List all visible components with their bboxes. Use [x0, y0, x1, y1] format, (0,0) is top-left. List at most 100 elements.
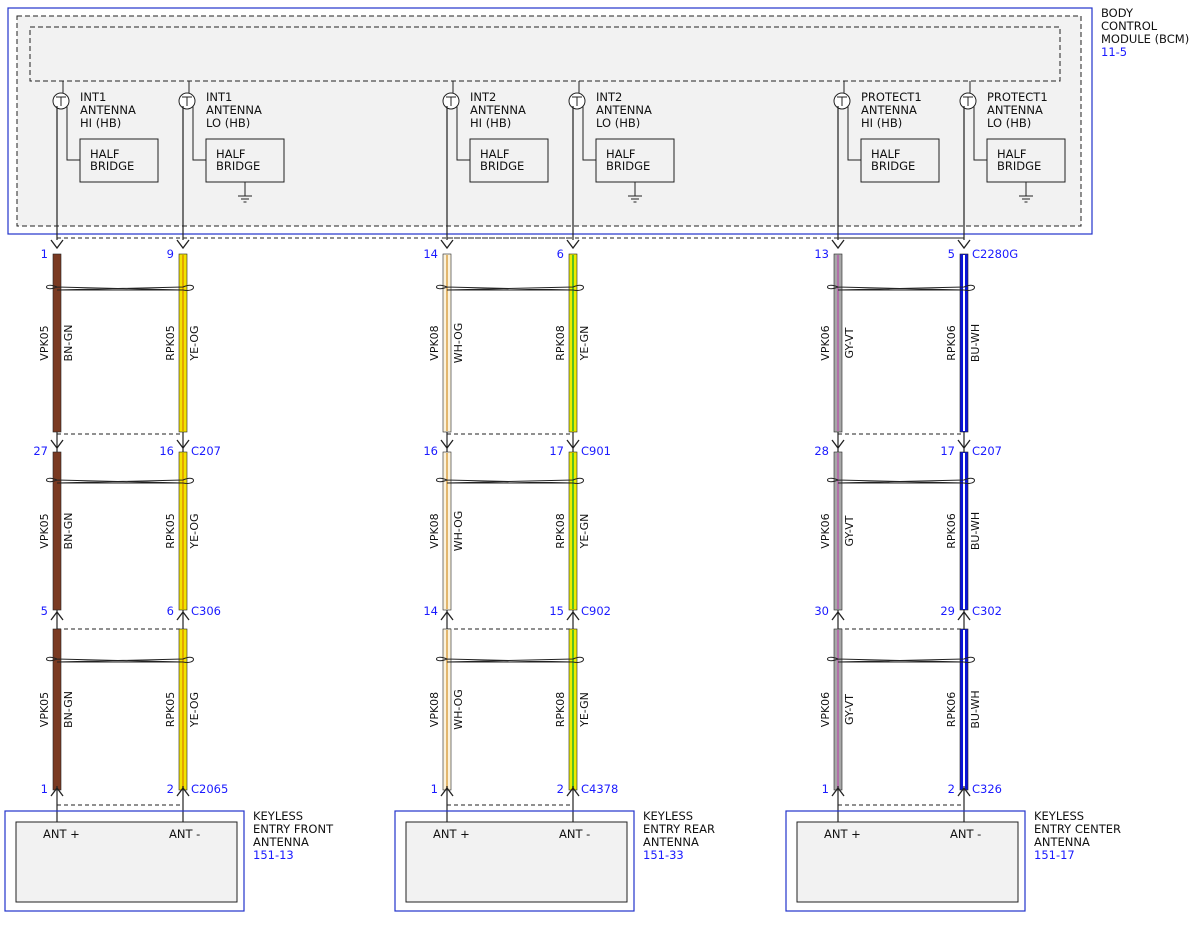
circuit-name-line: LO (HB) — [206, 116, 250, 130]
half-bridge-box — [595, 138, 675, 183]
antenna-name-line: ENTRY CENTER — [1034, 822, 1121, 836]
wire-color-label: WH-OG — [452, 511, 465, 552]
half-bridge-label: HALF — [480, 147, 510, 161]
ant-pos-label: ANT + — [433, 827, 470, 841]
pin-number: 9 — [167, 247, 174, 261]
pin-number: 17 — [940, 444, 955, 458]
chevron-down-icon — [176, 239, 190, 250]
pin-number: 17 — [549, 444, 564, 458]
pin-number: 2 — [167, 782, 174, 796]
antenna-name-line: KEYLESS — [1034, 809, 1084, 823]
bridge-link — [66, 106, 80, 161]
half-bridge-box — [860, 138, 940, 183]
ant-neg-label: ANT - — [559, 827, 590, 841]
pin-number: 1 — [41, 247, 48, 261]
circuit-name-line: ANTENNA — [987, 103, 1043, 117]
pin-number: 16 — [423, 444, 438, 458]
connector-name: C4378 — [581, 782, 618, 796]
half-bridge-label: HALF — [606, 147, 636, 161]
half-bridge-label: BRIDGE — [216, 159, 260, 173]
circuit-name-line: INT1 — [80, 90, 106, 104]
antenna-ref: 151-33 — [643, 848, 684, 862]
wire-color-label: GY-VT — [843, 515, 856, 546]
wire-color-label: YE-GN — [578, 326, 591, 362]
pin-number: 6 — [557, 247, 564, 261]
circuit-name-line: INT2 — [596, 90, 622, 104]
half-bridge-label: BRIDGE — [90, 159, 134, 173]
pin-number: 6 — [167, 604, 174, 618]
antenna-outline — [394, 810, 635, 912]
bridge-link — [456, 106, 470, 161]
connector-name: C902 — [581, 604, 611, 618]
chevron-down-icon — [831, 239, 845, 250]
twisted-pair-icon — [827, 477, 975, 484]
connector-name: C302 — [972, 604, 1002, 618]
pin-number: 2 — [557, 782, 564, 796]
pin-number: 14 — [423, 604, 438, 618]
connector-name: C901 — [581, 444, 611, 458]
twisted-pair-icon — [46, 284, 194, 291]
chevron-down-icon — [957, 239, 971, 250]
half-bridge-box — [205, 138, 285, 183]
bridge-link — [192, 106, 206, 161]
wire-circuit-label: VPK05 — [38, 325, 51, 360]
pin-number: 15 — [549, 604, 564, 618]
wire-circuit-label: RPK05 — [164, 513, 177, 549]
antenna-name-line: ENTRY FRONT — [253, 822, 334, 836]
ant-neg-label: ANT - — [950, 827, 981, 841]
circuit-name-line: ANTENNA — [596, 103, 652, 117]
wire-color-label: GY-VT — [843, 694, 856, 725]
twisted-pair-icon — [46, 656, 194, 663]
antenna-name-line: KEYLESS — [253, 809, 303, 823]
half-bridge-label: HALF — [997, 147, 1027, 161]
wire-color-label: BU-WH — [969, 690, 982, 728]
pin-number: 1 — [431, 782, 438, 796]
pin-number: 2 — [948, 782, 955, 796]
half-bridge-label: BRIDGE — [480, 159, 524, 173]
antenna-ref: 151-13 — [253, 848, 294, 862]
wire-circuit-label: RPK06 — [945, 513, 958, 549]
wire-color-label: WH-OG — [452, 323, 465, 364]
antenna-outline — [785, 810, 1026, 912]
half-bridge-label: HALF — [90, 147, 120, 161]
circuit-name-line: INT2 — [470, 90, 496, 104]
wire-circuit-label: RPK05 — [164, 325, 177, 361]
circuit-name-line: ANTENNA — [470, 103, 526, 117]
antenna-outline — [4, 810, 245, 912]
half-bridge-label: BRIDGE — [606, 159, 650, 173]
antenna-ref: 151-17 — [1034, 848, 1075, 862]
wire-circuit-label: RPK06 — [945, 325, 958, 361]
twisted-pair-icon — [827, 656, 975, 663]
bcm-ref: 11-5 — [1101, 45, 1127, 59]
antenna-name-line: ANTENNA — [253, 835, 309, 849]
wire-circuit-label: RPK06 — [945, 692, 958, 728]
wire-color-label: BU-WH — [969, 324, 982, 362]
antenna-name-line: ANTENNA — [1034, 835, 1090, 849]
bridge-link — [582, 106, 596, 161]
wire-circuit-label: VPK08 — [428, 513, 441, 548]
pin-number: 5 — [948, 247, 955, 261]
twisted-pair-icon — [827, 284, 975, 291]
wire-circuit-label: VPK05 — [38, 692, 51, 727]
half-bridge-label: BRIDGE — [997, 159, 1041, 173]
bcm-title-line: MODULE (BCM) — [1101, 32, 1189, 46]
half-bridge-box — [986, 138, 1066, 183]
antenna-body — [405, 821, 628, 903]
bridge-link — [973, 106, 987, 161]
circuit-name-line: ANTENNA — [206, 103, 262, 117]
half-bridge-label: HALF — [216, 147, 246, 161]
twisted-pair-icon — [436, 477, 584, 484]
